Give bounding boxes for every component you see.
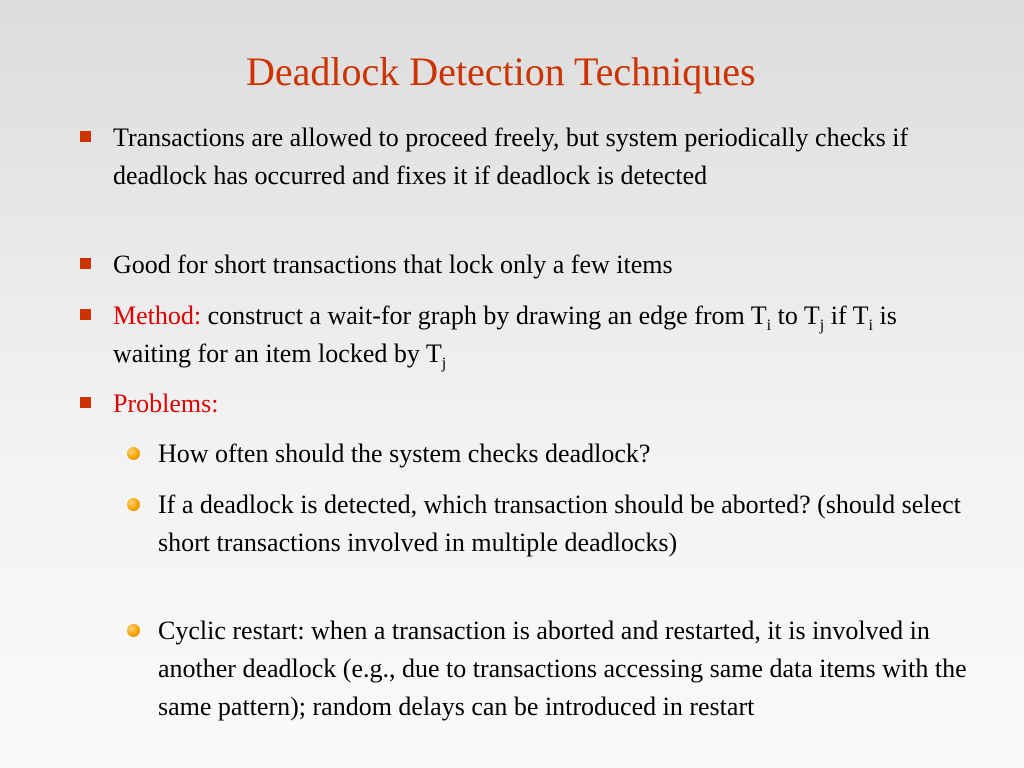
round-bullet-icon <box>127 624 140 637</box>
square-bullet-icon <box>80 131 91 142</box>
sub-bullet-text: Cyclic restart: when a transaction is ab… <box>158 616 967 721</box>
bullet-item: Good for short transactions that lock on… <box>80 246 963 284</box>
sub-bullet-text: How often should the system checks deadl… <box>158 439 651 468</box>
method-label: Method: <box>113 301 202 330</box>
bullet-item-method: Method: construct a wait-for graph by dr… <box>80 297 963 373</box>
subscript-j: j <box>819 317 825 334</box>
sub-bullet-item: Cyclic restart: when a transaction is ab… <box>127 612 978 726</box>
method-text-2: to T <box>771 301 820 330</box>
method-text-3: if T <box>824 301 869 330</box>
sub-bullet-item: How often should the system checks deadl… <box>127 435 978 473</box>
subscript-j: j <box>441 355 447 372</box>
square-bullet-icon <box>80 309 91 320</box>
slide-title: Deadlock Detection Techniques <box>246 49 756 94</box>
problems-label: Problems: <box>113 389 219 418</box>
method-text-4: is waiting for an item locked by T <box>113 301 897 368</box>
round-bullet-icon <box>127 498 140 511</box>
subscript-i: i <box>766 317 772 334</box>
method-text-1: construct a wait-for graph by drawing an… <box>201 301 767 330</box>
bullet-text: Good for short transactions that lock on… <box>113 250 673 279</box>
round-bullet-icon <box>127 447 140 460</box>
bullet-item: Transactions are allowed to proceed free… <box>80 119 963 195</box>
square-bullet-icon <box>80 258 91 269</box>
sub-bullet-item: If a deadlock is detected, which transac… <box>127 486 978 562</box>
bullet-item-problems: Problems: <box>80 385 963 423</box>
sub-bullet-text: If a deadlock is detected, which transac… <box>158 490 961 557</box>
bullet-text: Transactions are allowed to proceed free… <box>113 123 909 190</box>
subscript-i: i <box>868 317 873 334</box>
square-bullet-icon <box>80 397 91 408</box>
